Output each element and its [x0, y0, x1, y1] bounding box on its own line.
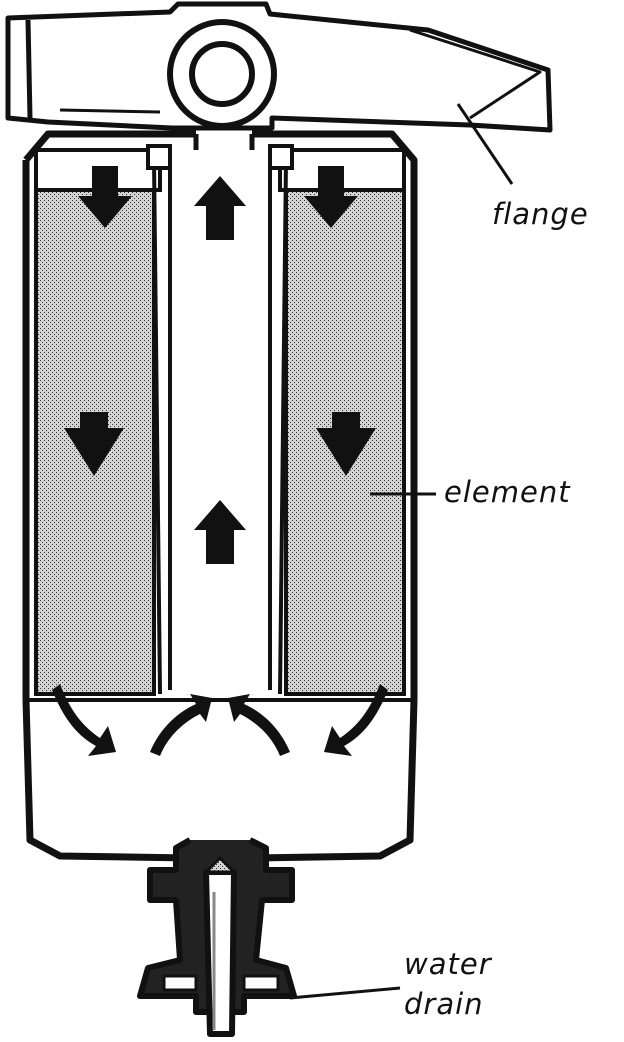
water-drain-leader	[289, 986, 401, 1000]
flow-arrows	[52, 166, 388, 756]
down-arrow-icon	[316, 412, 376, 476]
up-arrow-icon	[194, 500, 246, 564]
curved-arrow-icon	[150, 694, 212, 756]
water-drain	[137, 837, 297, 1037]
curved-arrow-icon	[52, 684, 116, 756]
down-arrow-icon	[304, 166, 358, 228]
down-arrow-icon	[78, 166, 132, 228]
element-label: element	[444, 475, 571, 509]
water-drain-label-line2: drain	[404, 987, 484, 1021]
up-arrow-icon	[194, 176, 246, 240]
inlet-port	[167, 19, 277, 129]
flange-leader	[456, 103, 514, 185]
curved-arrow-icon	[324, 684, 388, 756]
flange-label: flange	[492, 197, 589, 231]
flange	[5, 1, 553, 133]
down-arrow-icon	[64, 412, 124, 476]
curved-arrow-icon	[228, 694, 290, 756]
water-drain-label-line1: water	[404, 947, 493, 981]
callout-leaders	[289, 103, 514, 1000]
left-filter-media	[34, 188, 156, 696]
